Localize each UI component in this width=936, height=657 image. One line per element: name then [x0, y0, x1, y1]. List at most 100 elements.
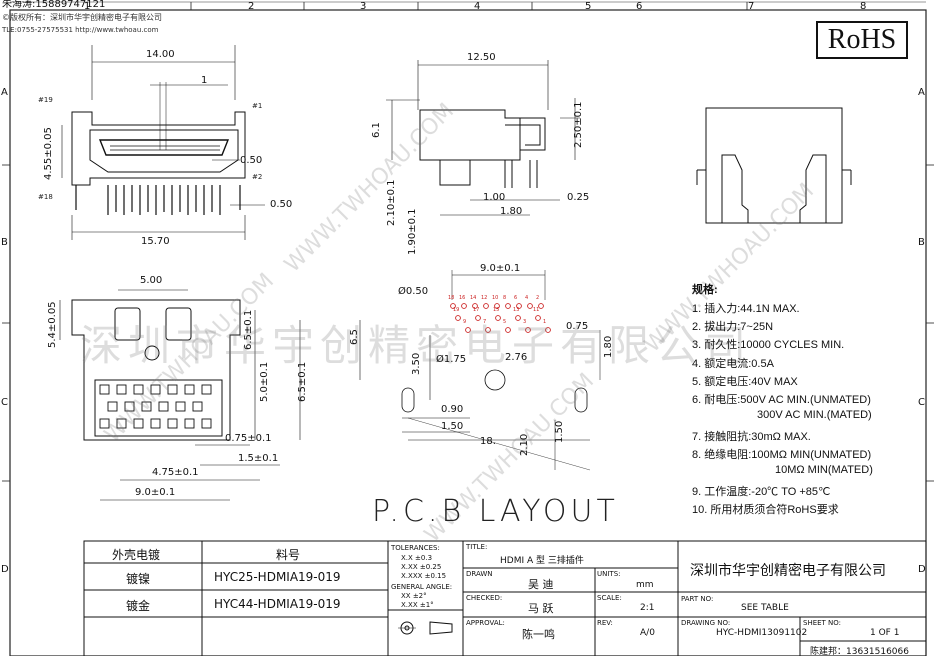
pcb-hole: [494, 303, 500, 309]
spec-10: 10. 所用材质须合符RoHS要求: [692, 504, 839, 516]
checked-value: 马 跃: [528, 602, 554, 615]
pcb-hole: [461, 303, 467, 309]
pcb-layout-title: P.C.B LAYOUT: [372, 494, 619, 529]
part-row-1: HYC25-HDMIA19-019: [214, 570, 341, 584]
spec-8: 8. 绝缘电阻:100MΩ MIN(UNMATED): [692, 449, 872, 461]
pcb-hole: [455, 315, 461, 321]
scale-label: SCALE:: [597, 594, 622, 602]
spec-6b: 300V AC MIN.(MATED): [757, 409, 872, 421]
rohs-badge: RoHS: [816, 21, 908, 59]
grid-row-c: C: [1, 397, 8, 408]
end-view: [696, 107, 852, 224]
units-label: UNITS:: [597, 570, 621, 578]
spec-5: 5. 额定电压:40V MAX: [692, 376, 798, 388]
pcb-pin-number: 1: [543, 319, 547, 325]
dim-pcb-bottom-h1: 2.10: [519, 433, 530, 456]
dim-pin-pitch: 0.50: [240, 155, 263, 166]
front-pad: [116, 384, 127, 395]
pcb-pin-number: 8: [503, 295, 507, 301]
front-pad: [158, 401, 169, 412]
grid-col-3: 3: [360, 1, 367, 12]
dim-length: 12.50: [467, 52, 496, 63]
pcb-hole: [472, 303, 478, 309]
drawn-value: 吴 迪: [528, 578, 554, 591]
dim-offset: 2.50±0.1: [573, 101, 584, 148]
grid-col-6: 6: [636, 1, 643, 12]
spec-2: 2. 拔出力:7~25N: [692, 321, 774, 333]
pcb-hole: [495, 315, 501, 321]
front-pad: [201, 384, 212, 395]
front-pad: [99, 418, 110, 429]
angle-a2: X.XX ±1°: [401, 601, 434, 609]
front-pad: [133, 418, 144, 429]
dim-pcb-d3: 1.80: [603, 335, 614, 358]
spec-6: 6. 耐电压:500V AC MIN.(UNMATED): [692, 394, 871, 406]
top-view: [61, 45, 265, 240]
grid-row-b: B: [1, 237, 8, 248]
pcb-pin-number: 19: [453, 307, 460, 313]
front-pad: [201, 418, 212, 429]
front-pad: [150, 384, 161, 395]
drawing-no-label: DRAWING NO:: [681, 619, 731, 627]
front-pad: [184, 384, 195, 395]
grid-row-a-right: A: [918, 87, 925, 98]
pcb-pin-number: 2: [536, 295, 540, 301]
pcb-hole: [527, 303, 533, 309]
pcb-hole: [450, 303, 456, 309]
dim-pcb-bottom-h2: 1.50: [554, 420, 565, 443]
dim-front-h4: 6.5±0.1: [297, 361, 308, 402]
dim-pcb-v1: 3.50: [411, 352, 422, 375]
dim-front-h2: 6.5±0.1: [243, 309, 254, 350]
pcb-pin-number: 15: [493, 307, 500, 313]
rev-value: A/0: [640, 628, 655, 638]
dim-front-width: 5.00: [140, 275, 163, 286]
dim-pitch: 1: [201, 75, 208, 86]
drawing-title: HDMI A 型 三排插件: [500, 556, 584, 566]
grid-row-d-right: D: [918, 564, 926, 575]
pin-1-label: #1: [252, 102, 263, 110]
pin-19-label: #19: [38, 96, 53, 104]
pcb-pin-number: 13: [513, 307, 520, 313]
grid-col-8: 8: [860, 1, 867, 12]
pcb-hole: [515, 315, 521, 321]
sheet-label: SHEET NO:: [803, 619, 842, 627]
pcb-hole: [475, 315, 481, 321]
rev-label: REV:: [597, 619, 613, 627]
front-pad: [116, 418, 127, 429]
angle-label: GENERAL ANGLE:: [391, 583, 453, 591]
dim-front-p1: 0.75±0.1: [225, 433, 272, 444]
pcb-hole: [525, 327, 531, 333]
drawn-label: DRAWN: [466, 570, 493, 578]
sheet-value: 1 OF 1: [870, 628, 900, 638]
pcb-pin-number: 10: [492, 295, 499, 301]
front-pad: [99, 384, 110, 395]
dim-width: 14.00: [146, 49, 175, 60]
dim-front-h3: 5.0±0.1: [259, 361, 270, 402]
spec-1: 1. 插入力:44.1N MAX.: [692, 303, 800, 315]
spec-7: 7. 接触阻抗:30mΩ MAX.: [692, 431, 811, 443]
tolerance-x2: X.XX ±0.25: [401, 563, 442, 571]
plating-row-2: 镀金: [126, 599, 151, 613]
angle-a1: XX ±2°: [401, 592, 427, 600]
pcb-pin-number: 3: [523, 319, 527, 325]
front-pad: [175, 401, 186, 412]
front-pad: [192, 401, 203, 412]
front-pad: [150, 418, 161, 429]
dim-pcb-big-hole: Ø1.75: [436, 354, 467, 365]
pcb-hole: [505, 327, 511, 333]
front-pad: [141, 401, 152, 412]
company-name: 深圳市华宇创精密电子有限公司: [690, 563, 886, 579]
pcb-hole-grid: [450, 303, 551, 333]
grid-col-5: 5: [585, 1, 592, 12]
spec-8b: 10MΩ MIN(MATED): [775, 464, 873, 476]
dim-side-height: 6.1: [371, 122, 382, 138]
pcb-pin-number: 6: [514, 295, 518, 301]
tolerance-x3: X.XXX ±0.15: [401, 572, 447, 580]
footer-contact: 陈建邦：13631516066: [810, 647, 909, 657]
front-pad: [133, 384, 144, 395]
pcb-pin-number: 16: [459, 295, 466, 301]
spec-3: 3. 耐久性:10000 CYCLES MIN.: [692, 339, 845, 351]
front-view: [59, 289, 301, 501]
contact-info: 朱海涛:15889747121: [2, 0, 106, 10]
